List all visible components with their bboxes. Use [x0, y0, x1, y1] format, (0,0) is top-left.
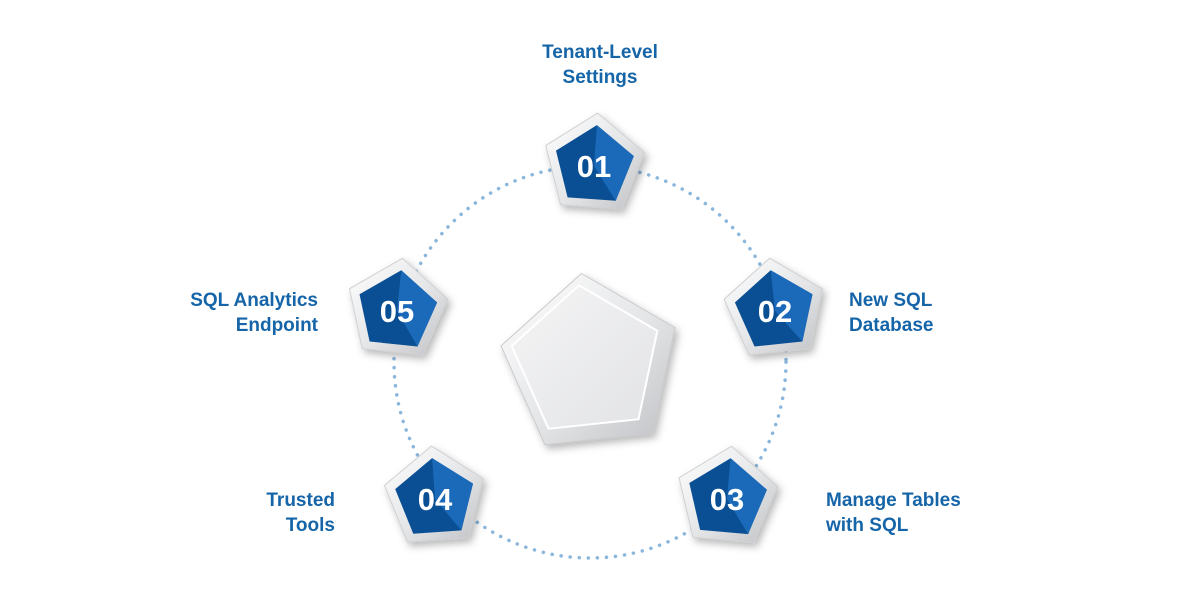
step-badge-02: 02 — [723, 257, 824, 356]
step-label-03: Manage Tables with SQL — [826, 488, 1066, 538]
badge-facet — [432, 458, 473, 531]
step-label-line: Trusted — [266, 490, 335, 511]
step-label-line: Tenant-Level — [542, 42, 658, 63]
step-number-01: 01 — [577, 149, 611, 184]
step-badge-04: 04 — [383, 445, 484, 543]
step-number-05: 05 — [380, 294, 414, 329]
step-badge-01: 01 — [545, 112, 646, 210]
step-label-line: New SQL — [849, 290, 933, 311]
center-pentagon — [500, 272, 676, 446]
dotted-ring — [392, 164, 788, 560]
step-label-line: Manage Tables — [826, 490, 961, 511]
step-badge-03: 03 — [678, 445, 779, 544]
step-label-line: SQL Analytics — [190, 290, 318, 311]
step-label-line: Settings — [562, 67, 638, 88]
step-number-02: 02 — [758, 294, 792, 329]
badge-facet — [594, 125, 634, 201]
step-badge-05: 05 — [348, 257, 449, 356]
step-label-line: Endpoint — [235, 315, 318, 336]
step-label-line: with SQL — [826, 515, 909, 536]
step-label-line: Tools — [285, 515, 335, 536]
badge-facet — [727, 458, 767, 535]
step-label-02: New SQL Database — [849, 288, 1069, 338]
badge-facet — [770, 270, 813, 342]
badge-facet — [397, 270, 438, 347]
step-number-03: 03 — [710, 482, 744, 517]
step-label-line: Database — [849, 315, 934, 336]
step-number-04: 04 — [418, 482, 453, 517]
